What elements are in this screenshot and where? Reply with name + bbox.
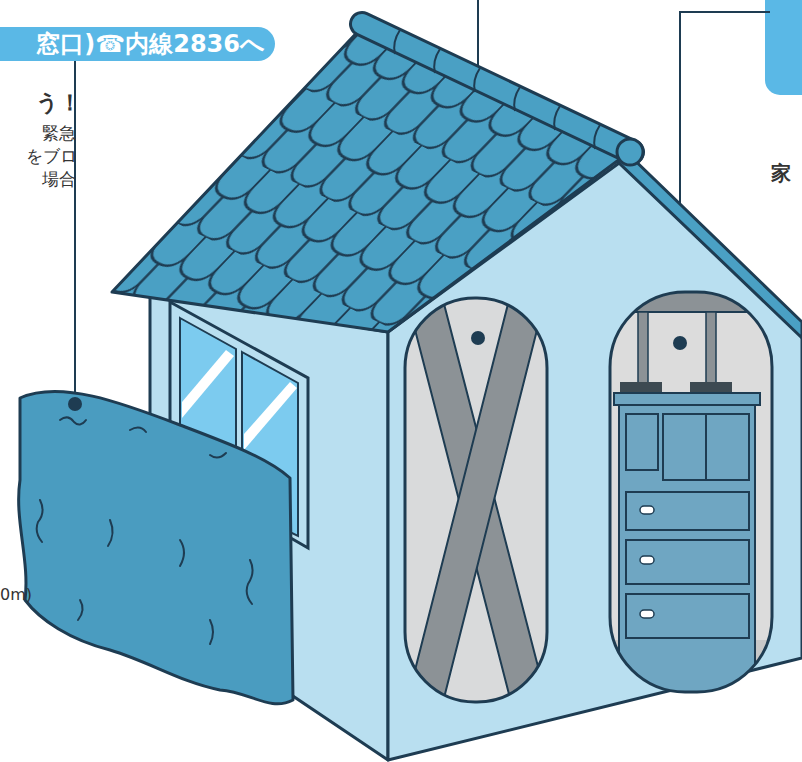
block-wall — [19, 391, 293, 703]
rod-plate — [690, 382, 732, 393]
ceiling — [610, 292, 772, 312]
cabinet-drawer — [626, 540, 749, 584]
ridge-tiles — [394, 30, 600, 149]
banner-box: 窓口)☎内線2836へ — [0, 27, 275, 61]
cabinet — [619, 405, 755, 692]
cabinet-drawer — [626, 492, 749, 530]
tension-rod — [706, 312, 716, 384]
tension-rod — [638, 312, 648, 384]
inset-oval — [405, 298, 547, 702]
wall-cracks — [37, 417, 253, 644]
tiled-roof — [112, 24, 632, 332]
cabinet-top — [614, 393, 760, 405]
leader-dot — [68, 397, 82, 411]
brace-band — [412, 304, 540, 698]
roof-ridge — [362, 24, 632, 152]
note-text: 緊急 — [42, 122, 76, 145]
cabinet-door — [663, 414, 749, 480]
inset-oval — [610, 292, 772, 692]
glass-highlight — [244, 382, 297, 450]
banner-text: 窓口)☎内線2836へ — [36, 28, 265, 60]
cabinet-drawer — [626, 594, 749, 638]
ridge-end — [617, 139, 643, 165]
banner-shape — [765, 0, 802, 95]
note-text: をブロ — [26, 145, 77, 168]
note-text: 家 — [771, 160, 791, 187]
rod-plate — [620, 382, 662, 393]
brace-band — [412, 304, 542, 698]
cabinet-door — [626, 414, 658, 470]
leader-dot — [673, 336, 687, 350]
leader-dot — [471, 331, 485, 345]
note-text: 場合 — [42, 168, 76, 191]
note-text: う！ — [36, 88, 81, 118]
note-text: 0m) — [0, 585, 32, 604]
roof-ridge — [362, 24, 632, 152]
glass-highlight — [182, 350, 234, 418]
